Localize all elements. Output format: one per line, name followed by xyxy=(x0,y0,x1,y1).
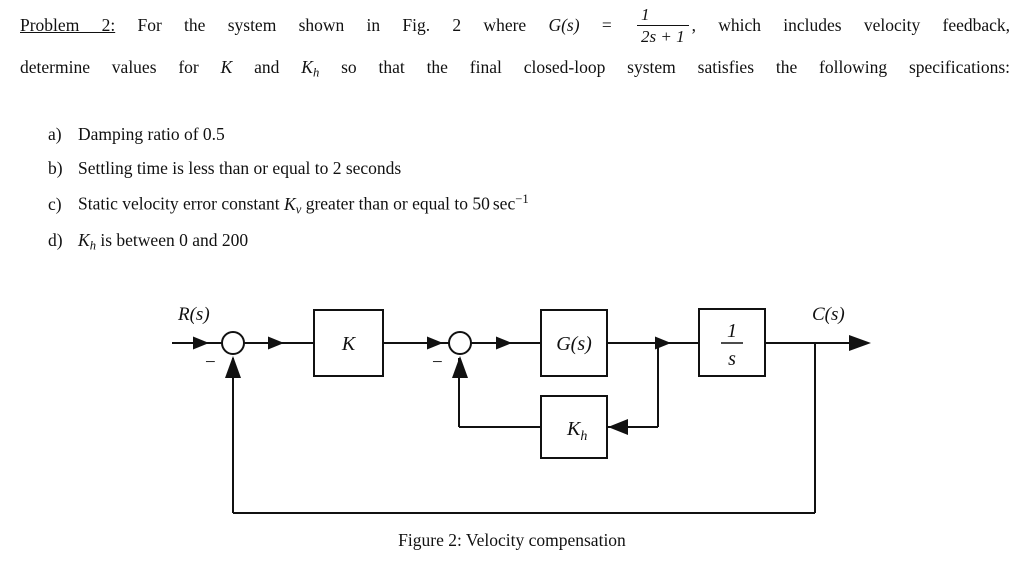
velocity-gain-label-subscript: h xyxy=(580,429,587,444)
statement-line2-text-c: so that the final closed-loop system sat… xyxy=(341,56,1011,77)
block-diagram-figure: R(s) C(s) K G(s) 1 s Kh − − xyxy=(0,288,1024,528)
spec-text-d: Kh is between 0 and 200 xyxy=(78,230,948,254)
kv-base: K xyxy=(284,193,296,214)
list-item: c) Static velocity error constant Kν gre… xyxy=(48,192,948,217)
sum1-to-k-arrowhead xyxy=(268,336,284,350)
kv-subscript: ν xyxy=(295,202,302,217)
gain-kh-base: K xyxy=(301,56,313,77)
outer-sum-junction xyxy=(221,331,245,355)
integrator-numerator: 1 xyxy=(727,320,737,342)
list-item: d) Kh is between 0 and 200 xyxy=(48,230,948,254)
spec-c-middle: greater than or equal to xyxy=(305,193,468,214)
spec-d-text: is between 0 and 200 xyxy=(100,230,249,251)
spec-c-unit-exponent: −1 xyxy=(515,192,529,206)
statement-line1-after-fraction: , which includes velocity feedback, xyxy=(691,15,1011,35)
list-marker-d: d) xyxy=(48,230,63,251)
list-marker-c: c) xyxy=(48,193,62,214)
problem-statement: Problem 2: For the system shown in Fig. … xyxy=(20,5,1011,92)
list-marker-a: a) xyxy=(48,124,62,144)
input-signal-label: R(s) xyxy=(177,304,210,325)
statement-line-1: Problem 2: For the system shown in Fig. … xyxy=(20,5,1011,48)
list-item: a) Damping ratio of 0.5 xyxy=(48,124,948,145)
kh-symbol-d: Kh xyxy=(78,230,96,253)
kv-symbol: Kν xyxy=(284,193,302,217)
output-signal-label: C(s) xyxy=(812,304,845,325)
problem-label: Problem 2: xyxy=(20,15,116,35)
specifications-list: a) Damping ratio of 0.5 b) Settling time… xyxy=(48,124,948,267)
spec-c-value: 50 xyxy=(472,193,490,214)
velocity-gain-block-label: Kh xyxy=(566,418,587,444)
gain-kh-subscript: h xyxy=(312,65,320,80)
velocity-gain-label-base: K xyxy=(566,418,582,440)
sum2-to-g-arrowhead xyxy=(496,336,512,350)
velocity-gain-block xyxy=(540,395,608,459)
fraction-numerator: 1 xyxy=(641,5,650,25)
kh-base-d: K xyxy=(78,230,90,251)
inner-sum-junction xyxy=(448,331,472,355)
inner-feedback-arrowhead xyxy=(608,419,628,435)
kh-subscript-d: h xyxy=(89,238,96,253)
statement-line-2: determine values for K and Kh so that th… xyxy=(20,48,1010,92)
gain-k-block-label: K xyxy=(341,333,357,355)
fraction-denominator: 2s + 1 xyxy=(641,27,685,47)
list-item: b) Settling time is less than or equal t… xyxy=(48,158,948,179)
k-to-sum2-arrowhead xyxy=(427,336,443,350)
integrator-denominator: s xyxy=(728,348,736,370)
outer-sum-minus-sign: − xyxy=(205,352,216,373)
inner-sum-minus-sign: − xyxy=(432,352,443,373)
statement-line2-text-b: and xyxy=(254,56,280,77)
gain-k-symbol: K xyxy=(220,56,233,77)
spec-text-a: Damping ratio of 0.5 xyxy=(78,124,225,144)
outer-sum-input-arrowhead xyxy=(225,356,241,378)
plant-g-block xyxy=(540,309,608,377)
list-marker-b: b) xyxy=(48,158,63,178)
spec-c-unit: sec xyxy=(492,193,516,214)
plant-g-block-label: G(s) xyxy=(556,333,592,355)
equals-sign: = xyxy=(601,15,612,35)
figure-caption: Figure 2: Velocity compensation xyxy=(398,530,626,550)
input-arrowhead xyxy=(193,336,209,350)
gain-kh-symbol: Kh xyxy=(301,56,320,80)
statement-line2-text-a: determine values for xyxy=(20,56,199,77)
spec-text-b: Settling time is less than or equal to 2… xyxy=(78,158,402,178)
transfer-function-fraction: 1 2s + 1 xyxy=(637,5,689,46)
spec-text-c: Static velocity error constant Kν greate… xyxy=(78,192,948,217)
statement-line1-before-fraction: For the system shown in Fig. 2 where xyxy=(137,15,527,35)
transfer-function-symbol: G(s) xyxy=(548,15,580,35)
spec-c-prefix: Static velocity error constant xyxy=(78,193,280,214)
inner-sum-input-arrowhead xyxy=(452,356,468,378)
output-arrowhead xyxy=(849,335,871,351)
fraction-bar xyxy=(637,25,689,27)
